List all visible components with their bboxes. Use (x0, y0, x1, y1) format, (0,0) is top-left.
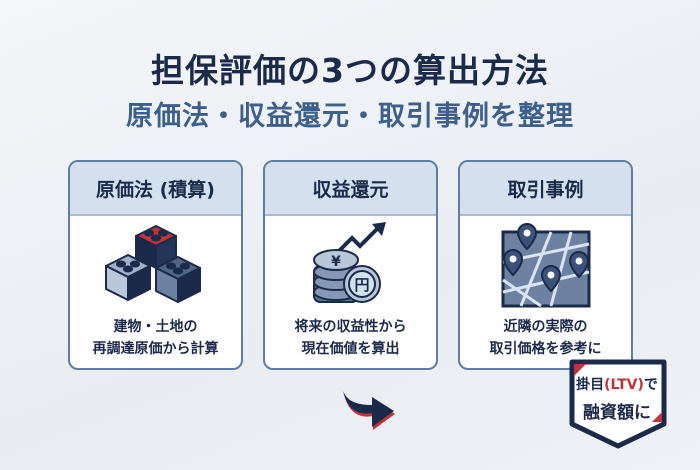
card-comparable-sales: 取引事例 近隣の実際の 取引価格を参考に (458, 160, 633, 370)
card-income-method: 収益還元 ¥ 円 将来の収益性から 現在価値を算出 (263, 160, 438, 370)
badge-highlight: (LTV) (604, 377, 644, 393)
page-subtitle: 原価法・収益還元・取引事例を整理 (126, 101, 574, 132)
badge-text: 掛目 (576, 377, 605, 393)
card-description: 建物・土地の 再調達原価から計算 (70, 316, 241, 360)
en-symbol: 円 (354, 276, 369, 294)
coins-growth-icon: ¥ 円 (265, 222, 436, 310)
yen-symbol: ¥ (331, 254, 341, 270)
card-title: 収益還元 (265, 162, 436, 216)
card-cost-method: 原価法 (積算) 建物・土地の 再調達原価から計算 (68, 160, 243, 370)
ltv-badge: 掛目(LTV)で 融資額に (566, 374, 668, 423)
desc-line: 取引価格を参考に (489, 341, 602, 357)
curved-arrow-icon (340, 383, 396, 437)
card-title: 原価法 (積算) (70, 162, 241, 216)
ltv-badge-shape (566, 358, 670, 454)
desc-line: 将来の収益性から (294, 319, 407, 335)
desc-line: 建物・土地の (113, 319, 198, 335)
card-description: 将来の収益性から 現在価値を算出 (265, 316, 436, 360)
desc-line: 再調達原価から計算 (92, 341, 219, 357)
desc-line: 近隣の実際の (503, 319, 588, 335)
badge-text: 融資額に (583, 403, 651, 423)
building-blocks-icon (70, 222, 241, 310)
card-title: 取引事例 (460, 162, 631, 216)
map-pins-icon (460, 222, 631, 310)
card-description: 近隣の実際の 取引価格を参考に (460, 316, 631, 360)
page-title: 担保評価の3つの算出方法 (151, 51, 549, 90)
badge-text: で (643, 377, 658, 393)
desc-line: 現在価値を算出 (301, 341, 400, 357)
